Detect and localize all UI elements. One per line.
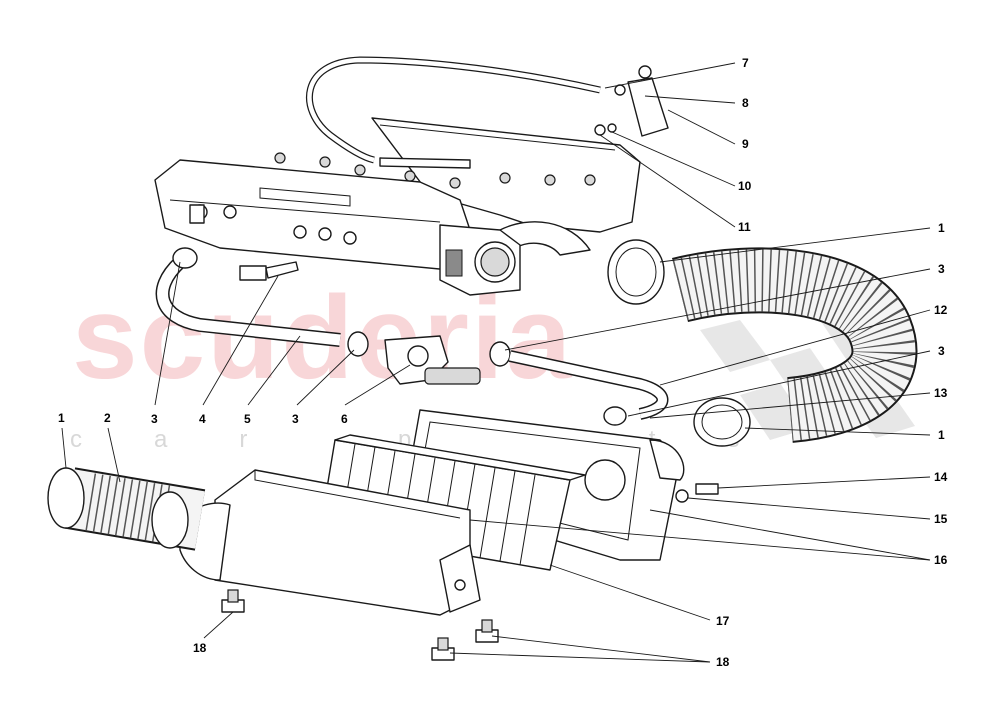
callout-10: 10 <box>738 179 752 193</box>
callout-3-right-upper: 3 <box>938 262 945 276</box>
vacuum-hose-inner <box>307 57 601 163</box>
callout-3-right-lower: 3 <box>938 344 945 358</box>
throttle-body <box>439 224 521 296</box>
callout-18-right: 18 <box>716 655 730 669</box>
callout-13: 13 <box>934 386 948 400</box>
callout-17: 17 <box>716 614 730 628</box>
breather-hose-inner <box>157 257 341 346</box>
callout-12: 12 <box>934 303 948 317</box>
callout-8: 8 <box>742 96 749 110</box>
callout-1-lower: 1 <box>938 428 945 442</box>
intake-bellows-right <box>607 239 918 447</box>
temperature-sensor <box>239 261 299 281</box>
vacuum-valve-bracket <box>594 65 669 137</box>
rubber-mount <box>221 589 499 661</box>
callout-14: 14 <box>934 470 948 484</box>
callout-2: 2 <box>104 411 111 425</box>
callout-7: 7 <box>742 56 749 70</box>
callout-9: 9 <box>742 137 749 151</box>
callout-3-bottom-b: 3 <box>292 412 299 426</box>
bellows-inner <box>672 249 916 441</box>
callout-5: 5 <box>244 412 251 426</box>
callout-16: 16 <box>934 553 948 567</box>
hose-connector <box>384 335 481 385</box>
callout-3-bottom-a: 3 <box>151 412 158 426</box>
callout-1-upper: 1 <box>938 221 945 235</box>
callout-11: 11 <box>738 220 751 234</box>
callout-4: 4 <box>199 412 206 426</box>
intake-manifold <box>154 117 641 271</box>
callouts: 7 8 9 10 11 1 3 12 3 13 1 14 15 16 17 18… <box>58 56 948 669</box>
callout-18-left: 18 <box>193 641 207 655</box>
bolt-and-washer <box>675 483 719 503</box>
hose-fitting <box>189 204 205 224</box>
callout-6: 6 <box>341 412 348 426</box>
hose-clamp <box>172 247 627 426</box>
leader-lines <box>61 62 931 663</box>
callout-1-left: 1 <box>58 411 65 425</box>
air-box-lower <box>179 469 481 616</box>
intake-bellows-left <box>47 467 206 551</box>
callout-15: 15 <box>934 512 948 526</box>
